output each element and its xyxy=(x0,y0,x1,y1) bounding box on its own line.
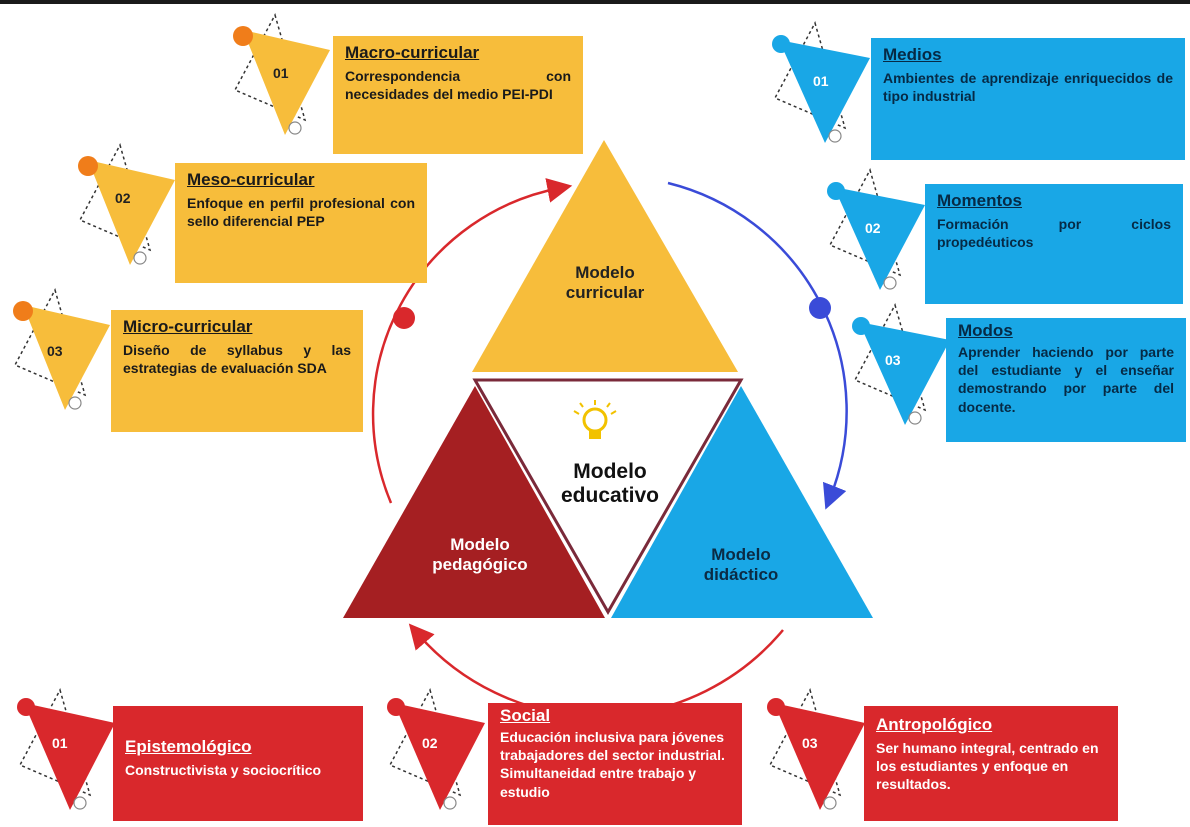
tag-pedagogico-03: 03 xyxy=(760,685,870,810)
tag-shape xyxy=(827,168,925,290)
box-macro-curricular: Macro-curricular Correspondencia con nec… xyxy=(333,36,583,154)
box-title: Modos xyxy=(958,321,1013,340)
box-social: Social Educación inclusiva para jóvenes … xyxy=(488,703,742,825)
box-title: Antropológico xyxy=(876,715,993,734)
tag-number: 03 xyxy=(885,352,901,368)
box-momentos: Momentos Formación por ciclos propedéuti… xyxy=(925,184,1183,304)
curricular-line2: curricular xyxy=(565,283,645,302)
label-modelo-educativo: Modelo educativo xyxy=(545,460,675,508)
box-title: Momentos xyxy=(937,191,1022,210)
pedagogico-line2: pedagógico xyxy=(432,555,528,574)
triangle-didactico xyxy=(611,386,873,618)
tag-shape xyxy=(387,688,485,810)
box-title: Epistemológico xyxy=(125,737,252,756)
tag-curricular-02: 02 xyxy=(70,140,180,265)
tag-shape xyxy=(78,143,175,265)
tag-didactico-02: 02 xyxy=(820,165,930,290)
box-desc: Correspondencia con necesidades del medi… xyxy=(345,68,571,103)
tag-curricular-03: 03 xyxy=(5,285,115,410)
box-desc: Enfoque en perfil profesional con sello … xyxy=(187,195,415,230)
tag-number: 02 xyxy=(865,220,881,236)
box-desc: Educación inclusiva para jóvenes trabaja… xyxy=(500,729,725,800)
tag-shape xyxy=(767,688,865,810)
tag-didactico-03: 03 xyxy=(845,300,955,425)
label-modelo-didactico: Modelo didáctico xyxy=(676,545,806,585)
didactico-line2: didáctico xyxy=(703,565,779,584)
pedagogico-line1: Modelo xyxy=(450,535,510,554)
tag-number: 01 xyxy=(52,735,68,751)
tag-number: 03 xyxy=(802,735,818,751)
label-modelo-pedagogico: Modelo pedagógico xyxy=(415,535,545,575)
box-epistemologico: Epistemológico Constructivista y sociocr… xyxy=(113,706,363,821)
tag-didactico-01: 01 xyxy=(765,18,875,143)
tag-shape xyxy=(852,303,950,425)
box-desc: Ser humano integral, centrado en los est… xyxy=(876,740,1099,793)
triangle-educativo xyxy=(472,378,744,616)
box-desc: Constructivista y sociocrítico xyxy=(125,762,322,779)
box-desc: Ambientes de aprendizaje enriquecidos de… xyxy=(883,70,1173,105)
box-title: Social xyxy=(500,706,551,725)
tag-pedagogico-02: 02 xyxy=(380,685,490,810)
box-micro-curricular: Micro-curricular Diseño de syllabus y la… xyxy=(111,310,363,432)
tag-shape xyxy=(772,21,870,143)
box-title: Medios xyxy=(883,45,942,64)
box-title: Meso-curricular xyxy=(187,170,315,189)
tag-number: 02 xyxy=(115,190,131,206)
box-medios: Medios Ambientes de aprendizaje enriquec… xyxy=(871,38,1185,160)
didactico-line1: Modelo xyxy=(711,545,771,564)
tag-number: 01 xyxy=(273,65,289,81)
top-border xyxy=(0,0,1190,4)
box-title: Micro-curricular xyxy=(123,317,253,336)
box-desc: Aprender haciendo por parte del estudian… xyxy=(958,344,1174,415)
lightbulb-icon xyxy=(573,400,617,439)
tag-shape xyxy=(13,288,110,410)
box-antropologico: Antropológico Ser humano integral, centr… xyxy=(864,706,1118,821)
tag-shape xyxy=(17,688,115,810)
triangle-pedagogico xyxy=(343,386,605,618)
curricular-line1: Modelo xyxy=(575,263,635,282)
tag-number: 03 xyxy=(47,343,63,359)
triangle-curricular xyxy=(472,140,738,372)
tag-number: 02 xyxy=(422,735,438,751)
tag-number: 01 xyxy=(813,73,829,89)
label-modelo-curricular: Modelo curricular xyxy=(540,263,670,303)
educativo-line2: educativo xyxy=(560,484,660,507)
tag-pedagogico-01: 01 xyxy=(10,685,120,810)
educativo-line1: Modelo xyxy=(573,460,647,483)
box-title: Macro-curricular xyxy=(345,43,480,62)
tag-curricular-01: 01 xyxy=(225,10,335,135)
tag-shape xyxy=(233,13,330,135)
box-desc: Formación por ciclos propedéuticos xyxy=(937,216,1171,251)
box-modos: Modos Aprender haciendo por parte del es… xyxy=(946,318,1186,442)
arc-right-dot xyxy=(809,297,831,319)
box-meso-curricular: Meso-curricular Enfoque en perfil profes… xyxy=(175,163,427,283)
arc-left xyxy=(371,178,573,504)
arc-left-dot xyxy=(393,307,415,329)
box-desc: Diseño de syllabus y las estrategias de … xyxy=(123,342,351,377)
